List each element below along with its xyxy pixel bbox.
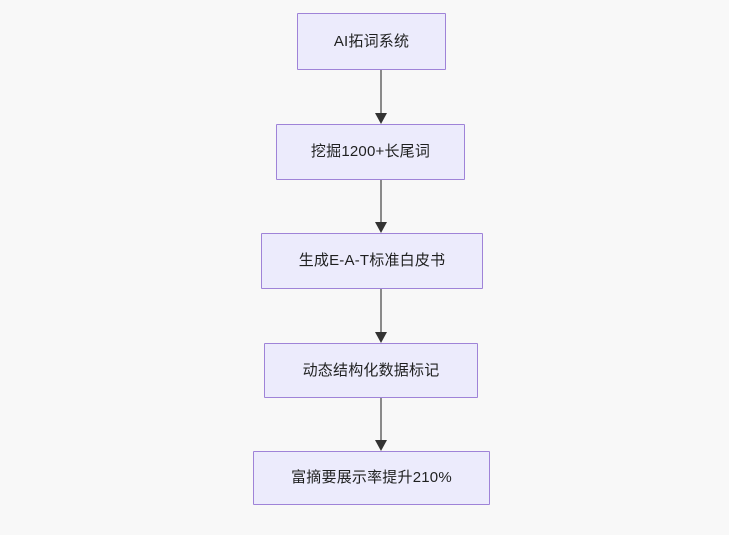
flow-node-label: AI拓词系统	[333, 32, 410, 50]
arrow-down-icon	[375, 222, 387, 233]
flow-node-mine-longtail-keywords[interactable]: 挖掘1200+长尾词	[276, 124, 465, 180]
flow-node-label: 挖掘1200+长尾词	[310, 143, 431, 161]
flow-node-label: 富摘要展示率提升210%	[291, 469, 452, 487]
flow-node-label: 生成E-A-T标准白皮书	[298, 252, 446, 270]
flow-node-generate-eat-whitepaper[interactable]: 生成E-A-T标准白皮书	[261, 233, 483, 289]
arrow-down-icon	[375, 332, 387, 343]
flow-node-dynamic-structured-data-markup[interactable]: 动态结构化数据标记	[264, 343, 478, 398]
flow-node-ai-keyword-system[interactable]: AI拓词系统	[297, 13, 446, 70]
flow-node-rich-snippet-ctr-increase[interactable]: 富摘要展示率提升210%	[253, 451, 490, 505]
arrow-down-icon	[375, 113, 387, 124]
arrow-down-icon	[375, 440, 387, 451]
flow-node-label: 动态结构化数据标记	[302, 361, 440, 379]
